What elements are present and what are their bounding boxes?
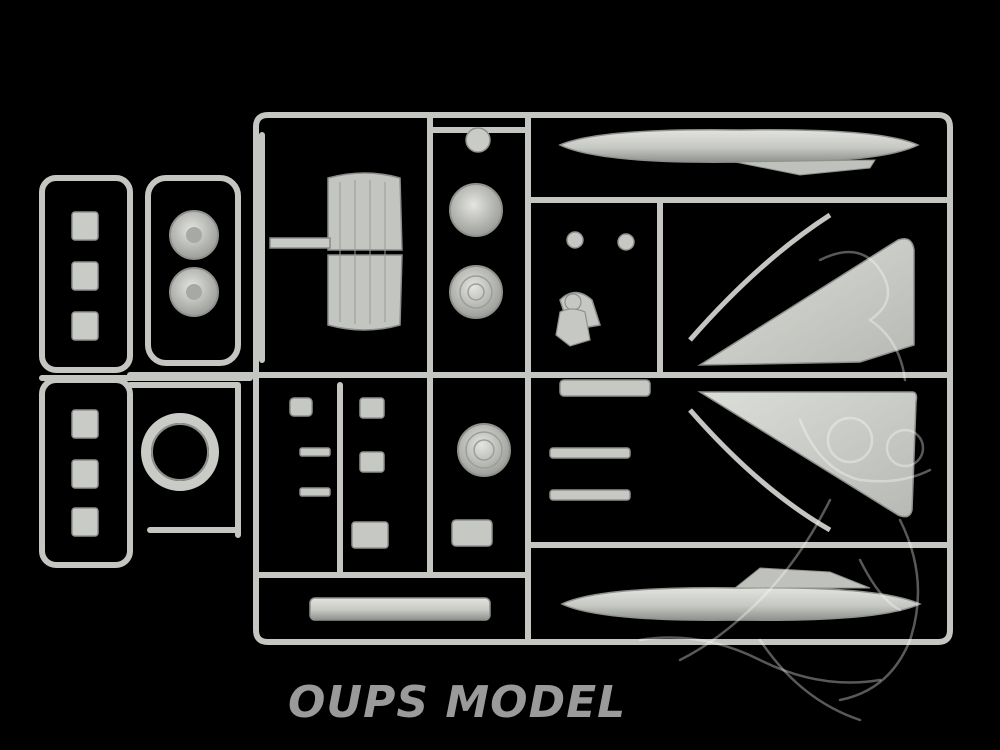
watermark-logo-drawing bbox=[638, 250, 932, 722]
wing-parts bbox=[688, 212, 918, 533]
intake-parts bbox=[269, 172, 403, 331]
sprue-frame bbox=[39, 112, 953, 645]
engine-face-parts bbox=[449, 127, 511, 477]
wheel-parts bbox=[169, 210, 219, 317]
pilot-figure-part bbox=[555, 293, 591, 347]
ring-part bbox=[141, 413, 219, 491]
drop-tank-parts bbox=[309, 129, 922, 621]
exhaust-parts bbox=[71, 211, 99, 537]
watermark-text: OUPS MODEL bbox=[288, 677, 627, 728]
